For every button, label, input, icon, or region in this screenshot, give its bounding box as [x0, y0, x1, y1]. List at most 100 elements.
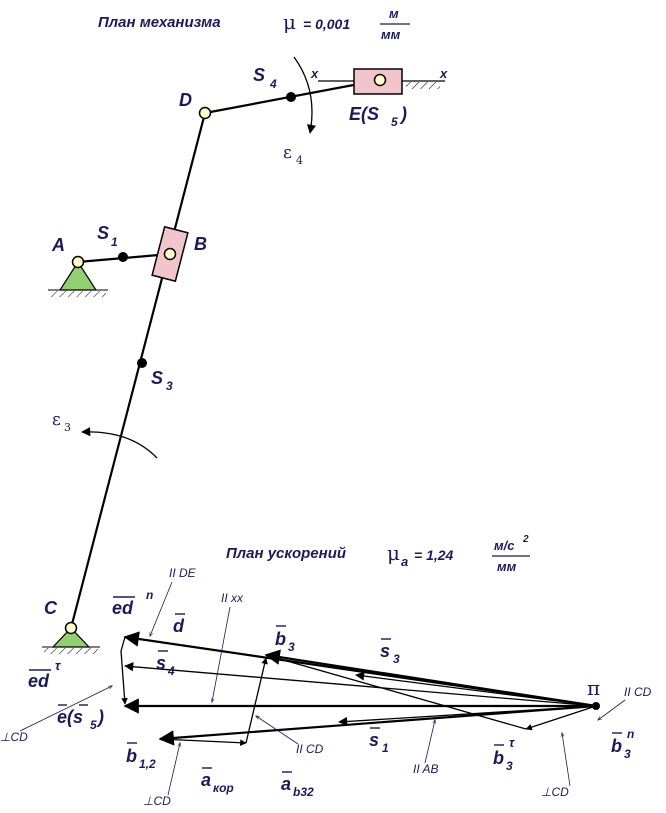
axis-x-right-label: x: [439, 66, 448, 81]
leader-par-CD-right: [597, 699, 626, 721]
label-S1-sub: 1: [111, 235, 118, 249]
label-E: E(S: [349, 104, 379, 124]
label-E-sub: 5: [391, 115, 398, 129]
label-b3: b: [275, 629, 286, 649]
note-par-DE: II DE: [169, 566, 197, 580]
accel-plan-title: План ускорений μ a = 1,24 м/с 2 мм: [226, 534, 530, 574]
label-e-s5-close: ): [96, 707, 104, 727]
note-par-CD-mid: II CD: [296, 742, 324, 756]
label-e-s5: e(s: [57, 707, 83, 727]
point-S1: [118, 252, 128, 262]
label-b12-sub: 1,2: [139, 757, 156, 771]
joint-B: [163, 247, 177, 261]
label-s3-sub: 3: [393, 652, 400, 666]
label-C: C: [44, 598, 58, 618]
ground-C-hatch: [44, 648, 98, 654]
label-b3-n: b: [611, 736, 622, 756]
label-S1: S: [97, 223, 109, 243]
eps3-arrow: [81, 427, 158, 459]
label-b12: b: [126, 746, 137, 766]
eps3-sub: 3: [64, 421, 71, 434]
leader-par-DE: [149, 581, 173, 638]
note-par-xx: II xx: [221, 591, 244, 605]
point-S3: [137, 358, 147, 368]
eps4-arrow: [293, 56, 316, 134]
label-ed-tau: ed: [28, 671, 50, 691]
label-D: D: [179, 90, 192, 110]
label-b3-tau-sub: 3: [506, 759, 513, 773]
note-perp-CD-br: ⊥CD: [541, 785, 569, 799]
vector-ed-tau: [120, 650, 128, 705]
mechanism-title: План механизма μ = 0,001 м мм: [98, 6, 410, 42]
vector-a-b32: [245, 657, 268, 744]
vector-b3: [264, 649, 597, 708]
label-b3-tau-sup: τ: [509, 735, 515, 750]
label-a-kor-sub: кор: [213, 781, 234, 795]
mu-symbol: μ: [283, 10, 296, 34]
accel-mu-sub: a: [401, 554, 408, 569]
label-b3-sub: 3: [288, 640, 295, 654]
label-B: B: [194, 234, 207, 254]
note-perp-CD-bl: ⊥CD: [143, 794, 171, 808]
label-b3-n-sup: n: [627, 727, 634, 741]
label-a-kor: a: [201, 770, 211, 790]
accel-mu-symbol: μ: [387, 541, 400, 565]
eps3-symbol: ε: [52, 410, 61, 430]
label-d: d: [173, 616, 185, 636]
label-b3-tau: b: [493, 748, 504, 768]
guide-hatch: [406, 82, 440, 89]
label-s1-sub: 1: [382, 741, 389, 755]
leader-par-AB: [424, 718, 437, 764]
eps4-sub: 4: [296, 154, 303, 167]
label-S3-sub: 3: [166, 379, 173, 393]
eps4-symbol: ε: [283, 143, 292, 163]
label-s1: s: [369, 730, 379, 750]
pole-label: π: [587, 676, 600, 700]
label-a-b32-sub: b32: [293, 785, 314, 799]
leader-perp-CD-left: [19, 685, 114, 732]
joint-C: [64, 621, 78, 635]
link-CD: [69, 112, 207, 629]
label-s4-sub: 4: [167, 664, 175, 678]
label-A: A: [51, 235, 65, 255]
label-ed-tau-sup: τ: [55, 658, 61, 673]
vector-a-kor: [159, 738, 247, 746]
label-e-s5-sub: 5: [90, 718, 97, 732]
accel-unit-numerator: м/с: [494, 538, 515, 553]
vector-ed-n: [120, 636, 126, 652]
note-par-CD-right: II CD: [624, 685, 652, 699]
accel-unit-exp: 2: [522, 534, 529, 545]
joint-A: [71, 255, 85, 269]
accel-title-text: План ускорений: [226, 545, 346, 562]
mu-unit-denominator: мм: [381, 27, 401, 42]
point-S4: [286, 92, 296, 102]
note-perp-CD-left: ⊥CD: [0, 730, 28, 744]
label-b3-n-sub: 3: [624, 747, 631, 761]
accel-mu-value: = 1,24: [414, 547, 454, 563]
label-s4: s: [156, 653, 166, 673]
leader-perp-CD-bl: [167, 741, 182, 796]
leader-perp-CD-br: [560, 731, 571, 787]
label-S4-sub: 4: [269, 77, 277, 91]
mechanism-title-text: План механизма: [98, 14, 221, 31]
joint-E: [373, 73, 387, 87]
line-b3-tau: [265, 654, 527, 730]
joint-D: [198, 106, 212, 120]
label-E-close: ): [399, 104, 407, 124]
label-S4: S: [253, 65, 265, 85]
leader-par-xx: [210, 606, 231, 704]
vector-s1: [338, 705, 597, 727]
label-a-b32: a: [281, 774, 291, 794]
label-ed-n: ed: [112, 598, 134, 618]
vector-b12: [158, 704, 597, 746]
note-par-AB: II AB: [413, 762, 439, 776]
axis-x-left-label: x: [310, 66, 319, 81]
mu-unit-numerator: м: [389, 6, 399, 21]
ground-A-hatch: [50, 291, 106, 297]
mu-value: = 0,001: [303, 16, 350, 32]
vector-b3-n: [525, 705, 597, 731]
label-s3: s: [380, 641, 390, 661]
label-ed-n-sup: n: [146, 588, 153, 602]
